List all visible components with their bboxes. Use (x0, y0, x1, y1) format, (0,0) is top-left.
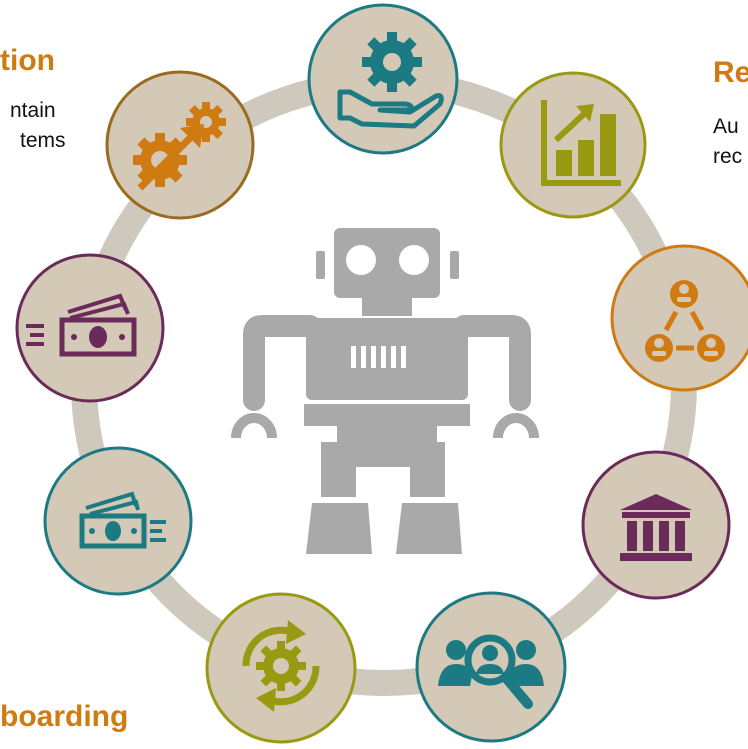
gear-cycle-icon (242, 620, 320, 712)
node-top (307, 3, 459, 155)
node-lower-right (581, 450, 731, 600)
text-right-line-1: Au (713, 115, 739, 138)
node-left-upper (15, 253, 165, 403)
gears-arrow-icon (133, 102, 226, 191)
bar-chart-growth-icon (541, 100, 621, 186)
search-people-icon (438, 634, 544, 709)
node-left-lower (43, 446, 193, 596)
node-bottom-left (205, 592, 357, 744)
node-bottom-right (415, 591, 567, 743)
text-right-line-2: rec (713, 145, 743, 168)
money-outgoing-icon (79, 491, 166, 549)
people-network-icon (645, 280, 725, 362)
text-left-line-1: ntain (10, 99, 56, 122)
bank-building-icon (620, 494, 692, 561)
text-left-line-2: tems (20, 129, 66, 152)
gear-hand-icon (337, 32, 444, 129)
node-right (610, 244, 748, 392)
node-upper-left (105, 70, 255, 220)
node-upper-right (499, 71, 647, 219)
heading-right: Re (713, 56, 748, 89)
robot-icon (231, 228, 539, 554)
heading-bottom: boarding (0, 700, 129, 733)
money-incoming-icon (26, 293, 137, 357)
heading-left: tion (0, 44, 55, 77)
